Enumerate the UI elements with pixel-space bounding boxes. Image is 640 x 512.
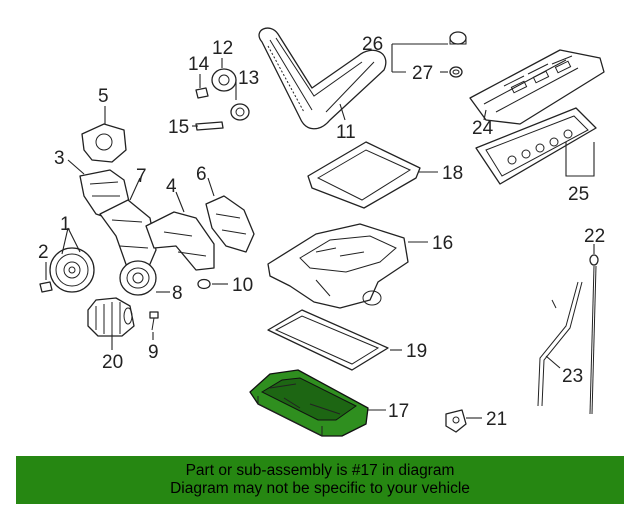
dipstick-part[interactable] — [589, 254, 599, 415]
callout-16: 16 — [432, 233, 453, 254]
callout-8: 8 — [172, 283, 183, 304]
oil-cap-seal-part[interactable] — [449, 66, 463, 78]
callout-9: 9 — [148, 342, 159, 363]
oil-filter-part[interactable] — [87, 297, 135, 337]
dipstick-tube-part[interactable] — [537, 281, 583, 407]
callout-21: 21 — [486, 409, 507, 430]
bolt-part[interactable] — [149, 311, 159, 331]
oil-cap-part[interactable] — [449, 31, 467, 45]
center-timing-cover-part[interactable] — [145, 211, 215, 271]
callout-27: 27 — [412, 63, 433, 84]
banner-line-1: Part or sub-assembly is #17 in diagram — [185, 462, 455, 479]
parts-diagram: 11 12 13 14 15 5 3 7 4 6 — [38, 27, 605, 437]
callout-5: 5 — [98, 86, 109, 107]
valve-cover-gasket-part[interactable] — [307, 141, 421, 209]
callout-6: 6 — [196, 164, 207, 185]
upper-oil-pan-part[interactable] — [267, 223, 409, 309]
callout-23: 23 — [562, 366, 583, 387]
callout-7: 7 — [136, 166, 147, 187]
callout-26: 26 — [362, 34, 383, 55]
callout-20: 20 — [102, 352, 123, 373]
callout-2: 2 — [38, 242, 49, 263]
timing-cover-inner-part[interactable] — [99, 199, 157, 279]
oil-pan-gasket-part[interactable] — [267, 309, 389, 371]
info-banner: Part or sub-assembly is #17 in diagram D… — [16, 456, 624, 504]
callout-14: 14 — [188, 54, 210, 75]
banner-line-2: Diagram may not be specific to your vehi… — [170, 480, 470, 497]
callout-3: 3 — [54, 148, 65, 169]
callout-1: 1 — [60, 214, 71, 235]
valve-cover-seal-part[interactable] — [475, 107, 597, 185]
tensioner-pulley-part[interactable] — [195, 68, 250, 131]
lower-oil-pan-part-highlighted[interactable] — [249, 369, 369, 437]
callout-24: 24 — [472, 118, 494, 139]
callout-18: 18 — [442, 163, 463, 184]
right-timing-cover-part[interactable] — [205, 195, 255, 253]
callout-13: 13 — [238, 68, 259, 89]
callout-25: 25 — [568, 184, 589, 205]
hose-clip-part[interactable] — [197, 278, 211, 290]
valve-cover-part[interactable] — [469, 49, 605, 125]
callout-10: 10 — [232, 275, 253, 296]
callout-15: 15 — [168, 117, 189, 138]
callout-17: 17 — [388, 401, 409, 422]
crank-gear-part[interactable] — [119, 260, 157, 296]
callout-12: 12 — [212, 38, 233, 59]
callout-22: 22 — [584, 226, 605, 247]
timing-belt-part[interactable] — [258, 27, 387, 130]
callout-11: 11 — [336, 122, 356, 143]
upper-timing-cover-part[interactable] — [81, 123, 127, 163]
callout-4: 4 — [166, 176, 177, 197]
sensor-part[interactable] — [445, 409, 467, 433]
callout-19: 19 — [406, 341, 427, 362]
crank-pulley-part[interactable] — [39, 247, 95, 293]
